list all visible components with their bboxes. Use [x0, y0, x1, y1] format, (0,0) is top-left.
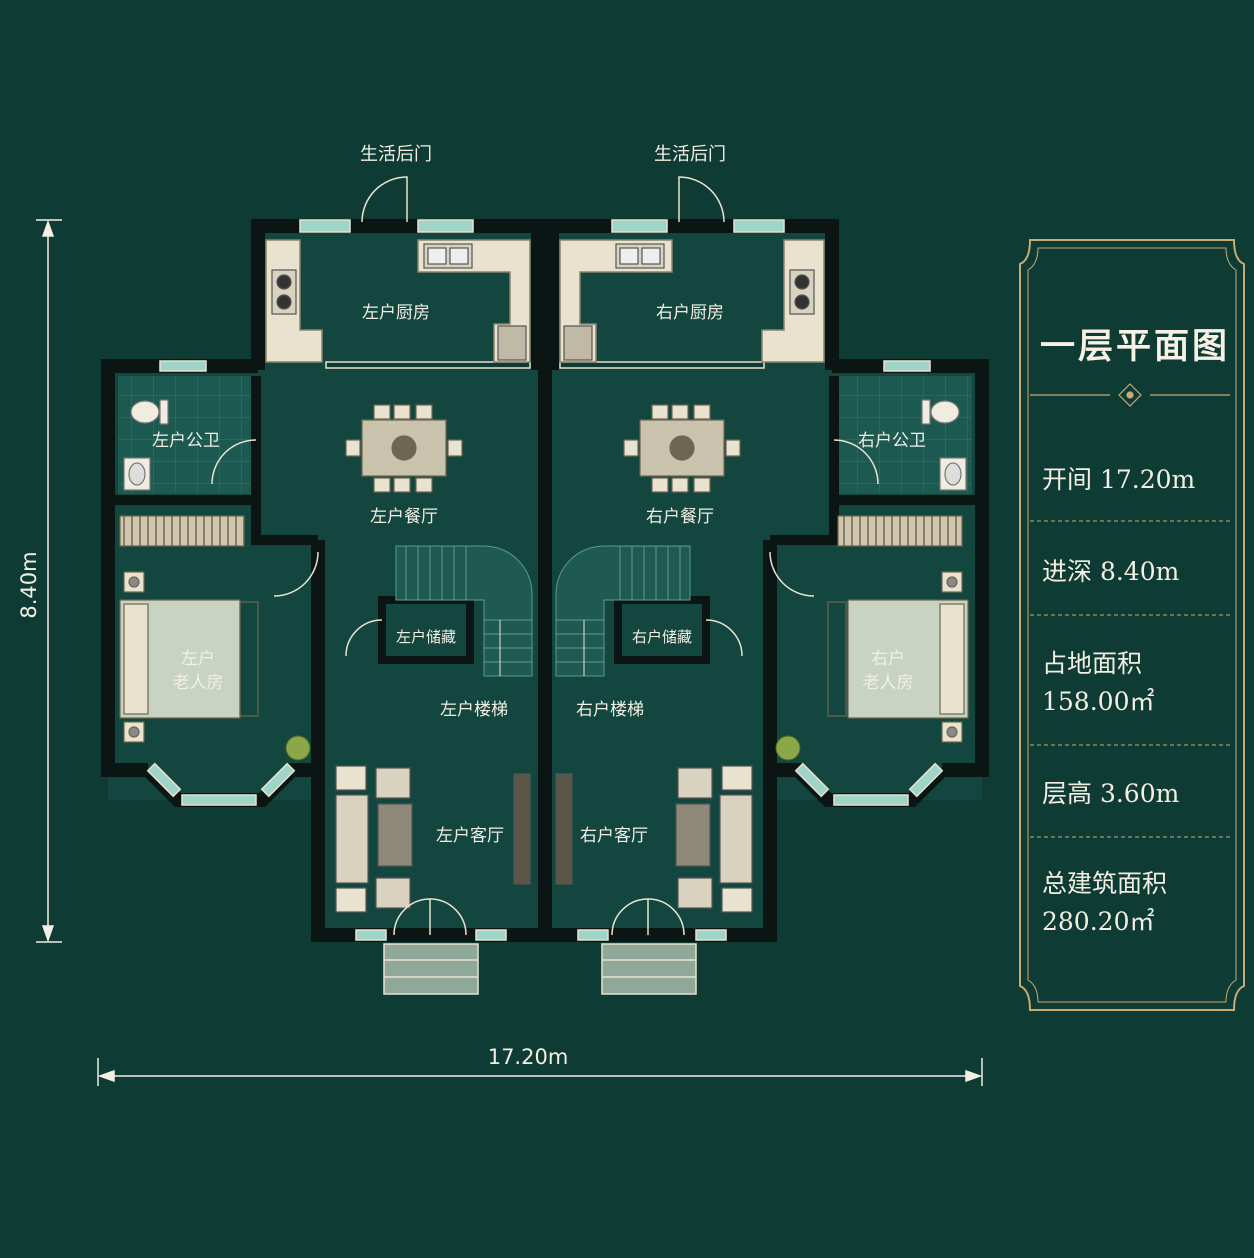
- right-elder-room-furniture: [827, 515, 969, 743]
- left-bath-label: 左户公卫: [152, 431, 220, 451]
- width-dimension-label: 17.20m: [488, 1045, 569, 1069]
- depth-dimension-label: 8.40m: [17, 551, 41, 618]
- right-elder-room-label-line2: 老人房: [863, 673, 914, 693]
- kitchen-appliances: [271, 243, 815, 361]
- right-dining-label: 右户餐厅: [646, 507, 714, 527]
- room-labels: 生活后门 生活后门 左户厨房 右户厨房 左户公卫 右户公卫 左户餐厅 右户餐厅 …: [152, 144, 926, 846]
- left-kitchen-label: 左户厨房: [362, 303, 430, 323]
- entry-steps: [383, 943, 697, 995]
- right-stairs-label: 右户楼梯: [576, 700, 644, 720]
- left-living-label: 左户客厅: [436, 826, 504, 846]
- windows: [146, 219, 944, 941]
- width-dimension: [97, 1058, 983, 1086]
- right-kitchen-label: 右户厨房: [656, 303, 724, 323]
- left-living-furniture: [335, 765, 531, 913]
- spec-depth: 进深 8.40m: [1042, 557, 1180, 586]
- left-dining-label: 左户餐厅: [370, 507, 438, 527]
- spec-total-area-value: 280.20㎡: [1042, 907, 1154, 936]
- right-living-furniture: [555, 765, 753, 913]
- panel-title: 一层平面图: [1040, 326, 1230, 367]
- right-storage-label: 右户储藏: [632, 628, 692, 646]
- info-panel: 一层平面图 开间 17.20m 进深 8.40m 占地面积 158.00㎡ 层高…: [1019, 239, 1245, 1011]
- right-dining-set: [623, 404, 741, 493]
- ornament-divider: [1030, 383, 1230, 407]
- right-stairs: [555, 545, 691, 677]
- left-elder-room-label-line2: 老人房: [173, 673, 224, 693]
- left-stairs-label: 左户楼梯: [440, 700, 508, 720]
- right-living-label: 右户客厅: [580, 826, 648, 846]
- spec-floor-height: 层高 3.60m: [1042, 779, 1180, 808]
- bath-fixtures: [123, 399, 967, 491]
- left-storage-label: 左户储藏: [396, 628, 456, 646]
- depth-dimension: [36, 219, 62, 943]
- right-elder-room-label-line1: 右户: [871, 649, 905, 669]
- spec-total-area-label: 总建筑面积: [1042, 869, 1167, 898]
- left-stairs: [395, 545, 533, 677]
- right-back-door-label: 生活后门: [654, 144, 726, 165]
- spec-width: 开间 17.20m: [1042, 465, 1196, 494]
- spec-land-area-value: 158.00㎡: [1042, 687, 1154, 716]
- plants: [285, 735, 801, 761]
- spec-land-area-label: 占地面积: [1042, 649, 1142, 678]
- doors: [211, 176, 879, 936]
- left-elder-room-furniture: [119, 515, 259, 743]
- left-dining-set: [345, 404, 463, 493]
- left-back-door-label: 生活后门: [360, 144, 432, 165]
- left-elder-room-label-line1: 左户: [181, 649, 215, 669]
- right-bath-label: 右户公卫: [858, 431, 926, 451]
